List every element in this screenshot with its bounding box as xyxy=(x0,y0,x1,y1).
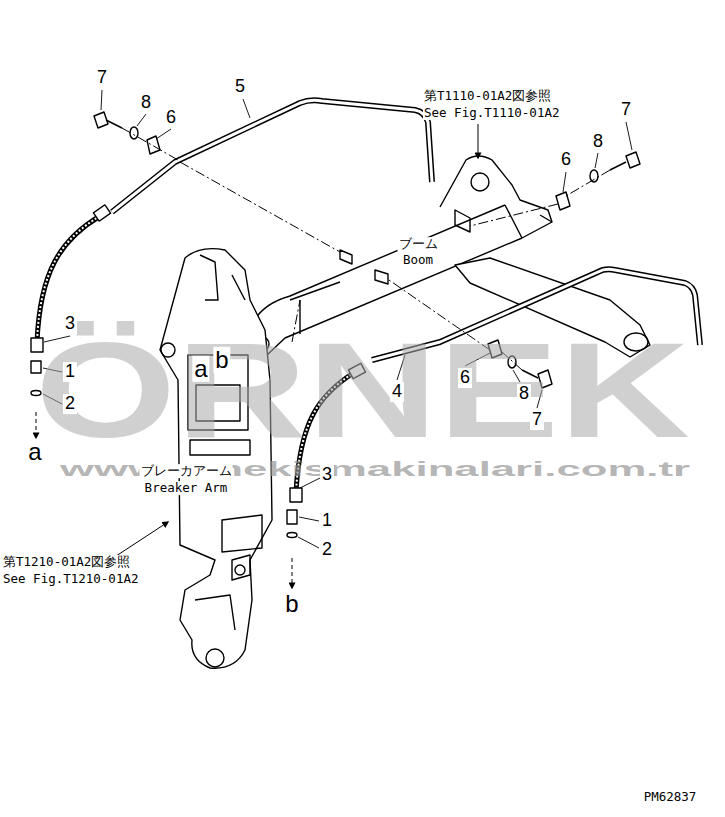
callout-number: 3 xyxy=(63,314,77,334)
callout-number: 8 xyxy=(517,384,531,404)
callout-number: 7 xyxy=(95,68,109,88)
part-name: ブーム xyxy=(398,237,439,251)
part-name: Boom xyxy=(402,253,434,267)
connection-mark: b xyxy=(283,591,300,617)
callout-number: 7 xyxy=(619,100,633,120)
callout-number: 1 xyxy=(320,511,334,531)
drawing-number: PM62837 xyxy=(644,790,697,804)
connection-mark: a xyxy=(192,356,209,382)
leader-line xyxy=(43,90,632,548)
callout-number: 1 xyxy=(63,362,77,382)
callout-number: 8 xyxy=(139,93,153,113)
connection-mark: b xyxy=(213,347,230,373)
part-name: Breaker Arm xyxy=(144,481,229,495)
callout-number: 4 xyxy=(390,382,404,402)
connection-mark: a xyxy=(26,439,43,465)
pipe xyxy=(31,100,700,502)
figure-reference: 第T1110-01A2図参照 xyxy=(423,89,552,103)
callout-number: 6 xyxy=(559,150,573,170)
callout-number: 3 xyxy=(320,465,334,485)
figure-reference: See Fig.T1110-01A2 xyxy=(423,106,560,120)
callout-number: 6 xyxy=(164,108,178,128)
callout-number: 6 xyxy=(458,368,472,388)
figure-reference: See Fig.T1210-01A2 xyxy=(2,572,139,586)
figure-reference: 第T1210-01A2図参照 xyxy=(2,555,131,569)
callout-number: 8 xyxy=(591,132,605,152)
callout-number: 2 xyxy=(320,540,334,560)
callout-number: 2 xyxy=(63,394,77,414)
callout-number: 7 xyxy=(530,410,544,430)
callout-number: 5 xyxy=(233,77,247,97)
watermark: ÖRNEK xyxy=(35,323,690,458)
part-name: ブレーカアーム xyxy=(140,464,233,478)
